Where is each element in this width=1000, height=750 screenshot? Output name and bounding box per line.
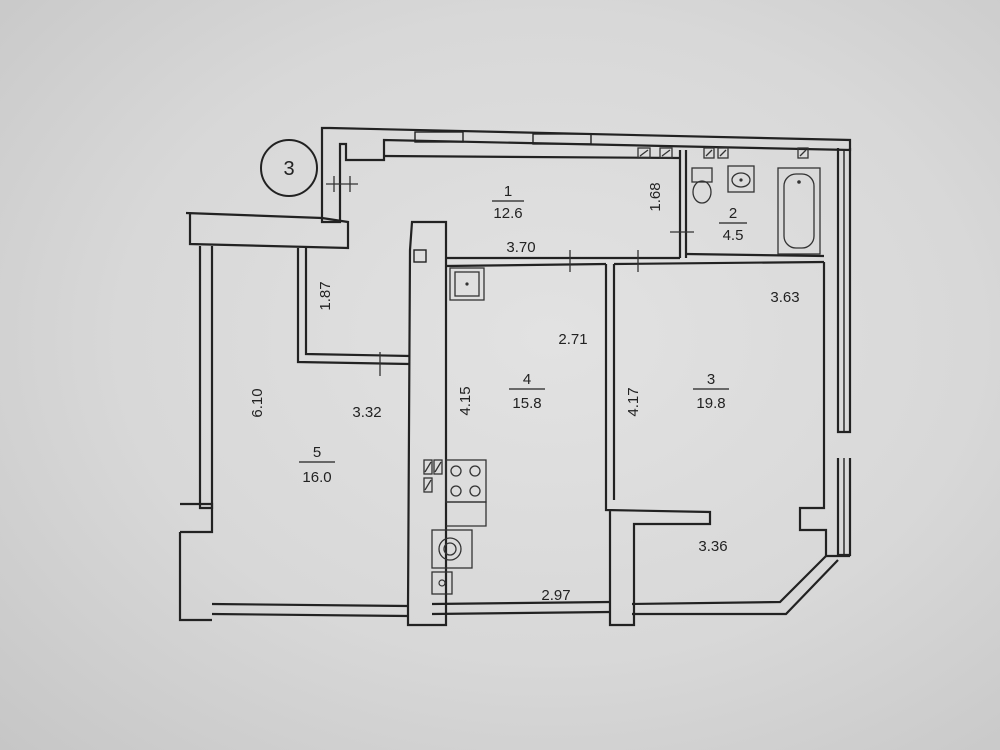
room-number: 3 [707, 371, 715, 388]
kitchen-sink-icon [449, 267, 485, 301]
room-area: 12.6 [493, 205, 522, 222]
room-number: 5 [313, 444, 321, 461]
window [532, 133, 592, 145]
dimension-label: 1.68 [647, 182, 664, 211]
room-label-1: 1 12.6 [492, 183, 524, 222]
room-area: 4.5 [723, 227, 744, 244]
door-marks [326, 176, 694, 376]
dimension-label: 2.71 [558, 331, 587, 348]
dimension-label: 4.15 [457, 386, 474, 415]
room-label-2: 2 4.5 [719, 205, 747, 244]
badge-number: 3 [283, 158, 294, 180]
stove-icon [445, 459, 487, 503]
room-label-5: 5 16.0 [299, 444, 335, 486]
dimension-label: 3.70 [506, 239, 535, 256]
apartment-number-badge: 3 [260, 139, 318, 197]
dimension-label: 2.97 [541, 587, 570, 604]
dimension-label: 4.17 [625, 387, 642, 416]
room-area: 16.0 [302, 469, 331, 486]
outer-walls [178, 126, 852, 622]
toilet-icon [691, 167, 713, 204]
kitchen-counter [446, 501, 487, 527]
dimensions: 1.68 3.70 1.87 2.71 3.63 6.10 3.32 4.15 … [249, 182, 800, 604]
room-label-4: 4 15.8 [509, 371, 545, 412]
fixtures [423, 147, 845, 595]
vent-grilles [423, 459, 443, 493]
room-number: 1 [504, 183, 512, 200]
room-number: 4 [523, 371, 531, 388]
room-area: 19.8 [696, 395, 725, 412]
dimension-label: 3.36 [698, 538, 727, 555]
sink-icon [727, 165, 755, 193]
washer-icon [431, 529, 473, 569]
room-area: 15.8 [512, 395, 541, 412]
dimension-label: 6.10 [249, 388, 266, 417]
room-label-3: 3 19.8 [693, 371, 729, 412]
interior-walls [296, 150, 828, 627]
bathtub-icon [777, 167, 821, 255]
room-number: 2 [729, 205, 737, 222]
window [414, 131, 464, 143]
door [326, 176, 358, 192]
dimension-label: 3.32 [352, 404, 381, 421]
vent-grilles [637, 147, 809, 159]
small-sink-icon [431, 571, 453, 595]
dimension-label: 3.63 [770, 289, 799, 306]
dimension-label: 1.87 [317, 281, 334, 310]
